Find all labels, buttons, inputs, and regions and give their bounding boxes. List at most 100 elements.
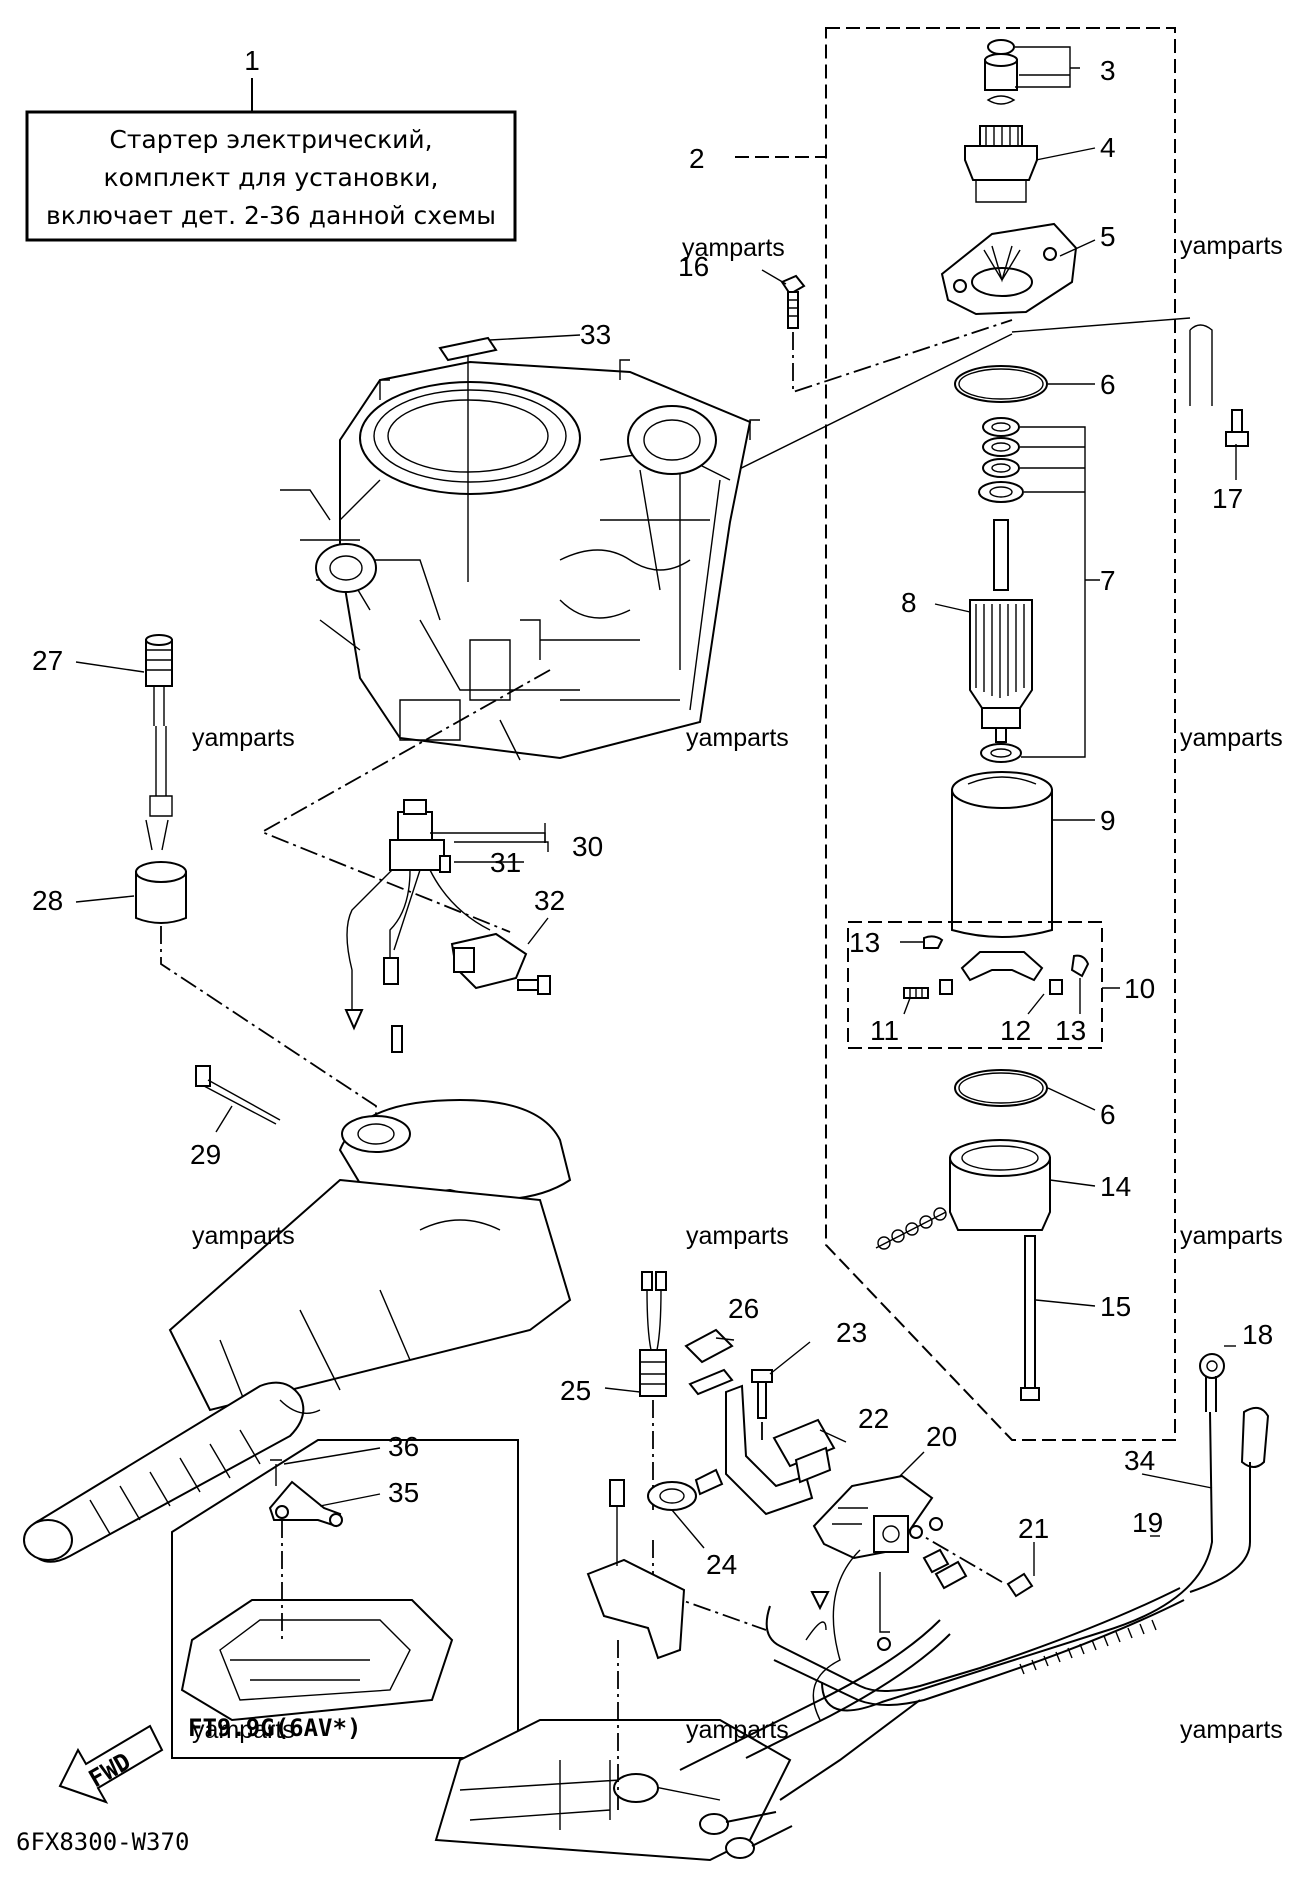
bushing-31 (439, 855, 451, 873)
armature-part (993, 519, 1009, 591)
clip-26 (684, 1328, 734, 1396)
callout-3: 3 (1100, 55, 1116, 86)
engine-block (280, 359, 760, 761)
brush-holder-group-boundary (847, 921, 1103, 1049)
watermark: yamparts (686, 1222, 789, 1250)
callout-13-right: 13 (1055, 1015, 1086, 1046)
kit-note-line-2: комплект для установки, (104, 163, 439, 192)
callout-12: 12 (1000, 1015, 1031, 1046)
callout-13-left: 13 (849, 927, 880, 958)
bracket-32 (450, 932, 551, 995)
bolt-23 (751, 1369, 773, 1442)
watermark: yamparts (1180, 1222, 1283, 1250)
watermark: yamparts (682, 234, 785, 262)
callout-34: 34 (1124, 1445, 1155, 1476)
watermark: yamparts (1180, 724, 1283, 752)
kit-note-line-3: включает дет. 2-36 данной схемы (46, 201, 496, 230)
bracket-22 (725, 1384, 836, 1516)
pinion-drive-part (964, 145, 1038, 181)
mount-plate-24b (586, 1479, 686, 1660)
watermark: yamparts (686, 724, 789, 752)
fwd-arrow: FWD (58, 1724, 164, 1804)
callout-16: 16 (678, 251, 709, 282)
wire-harness-19 (679, 1517, 1185, 1859)
bolt-21 (915, 1531, 1034, 1598)
callout-25: 25 (560, 1375, 591, 1406)
o-ring-top-part (954, 365, 1048, 403)
spring-part (986, 95, 1016, 105)
starter-bolt-17 (1011, 317, 1249, 447)
cable-tie-29 (195, 1065, 281, 1125)
callout-7: 7 (1100, 565, 1116, 596)
callout-11: 11 (870, 1015, 899, 1046)
watermark: yamparts (192, 1716, 295, 1744)
o-ring-bottom-part (954, 1069, 1048, 1107)
callout-17: 17 (1212, 483, 1243, 514)
starter-switch-30 (344, 799, 491, 1053)
watermark: yamparts (192, 724, 295, 752)
callout-36: 36 (388, 1431, 419, 1462)
brush-holder-part (960, 951, 1044, 982)
bushing-28 (135, 861, 187, 924)
watermark: yamparts (192, 1222, 295, 1250)
callout-14: 14 (1100, 1171, 1131, 1202)
callout-20: 20 (926, 1421, 957, 1452)
tiller-handle (23, 1098, 572, 1563)
through-bolt-part (1024, 1235, 1036, 1389)
rectifier-20 (805, 1474, 934, 1721)
callout-28: 28 (32, 885, 63, 916)
brush-part (939, 979, 953, 995)
wire-lead-25 (639, 1271, 767, 1631)
kit-note-line-1: Стартер электрический, (109, 125, 432, 154)
lower-mount (434, 1640, 792, 1862)
callout-21: 21 (1018, 1513, 1049, 1544)
battery-cable-18 (821, 1353, 1270, 1712)
callout-31: 31 (490, 847, 521, 878)
callout-5: 5 (1100, 221, 1116, 252)
callout-18: 18 (1242, 1319, 1273, 1350)
callout-numbers: 2 3 4 5 6 6 7 8 9 10 11 12 13 13 14 15 1… (32, 55, 1273, 1580)
callout-19: 19 (1132, 1507, 1163, 1538)
callout-33: 33 (580, 319, 611, 350)
callout-27: 27 (32, 645, 63, 676)
starter-assembly-boundary (825, 27, 1176, 1441)
callout-24: 24 (706, 1549, 737, 1580)
engine-connector-33 (438, 336, 498, 582)
callout-30: 30 (572, 831, 603, 862)
callout-6-top: 6 (1100, 369, 1116, 400)
callout-2: 2 (689, 143, 705, 174)
starter-motor-parts (847, 39, 1103, 1401)
callout-15: 15 (1100, 1291, 1131, 1322)
brush-terminal-part (923, 935, 944, 949)
callout-32: 32 (534, 885, 565, 916)
ft99g-inset: FT9.9G(6AV*) (171, 1439, 519, 1759)
washer-part (982, 417, 1020, 437)
drawing-code: 6FX8300-W370 (16, 1828, 189, 1856)
callout-29: 29 (190, 1139, 221, 1170)
callout-1: 1 (244, 45, 260, 76)
neutral-switch-27 (145, 634, 173, 851)
callout-6-bottom: 6 (1100, 1099, 1116, 1130)
bushing-leader (160, 926, 377, 1136)
watermark: yamparts (686, 1716, 789, 1744)
watermark: yamparts (1180, 232, 1283, 260)
inset-model-label: FT9.9G(6AV*) (188, 1714, 361, 1742)
callout-22: 22 (858, 1403, 889, 1434)
o-ring-part (987, 39, 1015, 55)
callout-35: 35 (388, 1477, 419, 1508)
callout-10: 10 (1124, 973, 1155, 1004)
callout-23: 23 (836, 1317, 867, 1348)
callout-leaders (75, 46, 1237, 1576)
yoke-part (951, 789, 1053, 938)
kit-note-box (25, 110, 517, 242)
kit-note: 1 Стартер электрический, комплект для ус… (25, 45, 517, 242)
watermarks: yamparts yamparts yamparts yamparts yamp… (192, 232, 1283, 1744)
grommet-24 (647, 1468, 724, 1511)
switch-leader (259, 669, 551, 933)
callout-8: 8 (901, 587, 917, 618)
callout-26: 26 (728, 1293, 759, 1324)
starter-bolt-16 (780, 274, 1013, 394)
callout-9: 9 (1100, 805, 1116, 836)
callout-4: 4 (1100, 132, 1116, 163)
